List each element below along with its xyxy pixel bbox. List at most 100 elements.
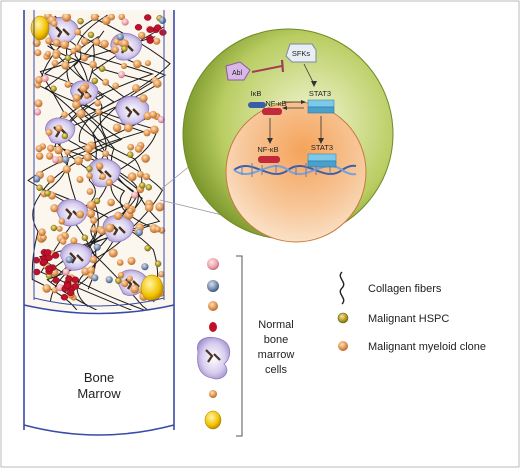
malignant-myeloid-cell	[45, 128, 53, 136]
malignant-myeloid-cell	[83, 153, 92, 162]
stat3-cyto-label: STAT3	[309, 89, 331, 98]
green-dot-icon	[337, 312, 349, 324]
marrow-blue-cell	[158, 16, 167, 24]
marrow-blue-cell	[62, 156, 70, 164]
normal-small-orange-cell	[209, 390, 217, 398]
legend-myeloid-label: Malignant myeloid clone	[368, 341, 486, 353]
dna-helix	[233, 163, 357, 177]
red-blood-cell	[146, 37, 154, 44]
malignant-myeloid-cell	[99, 173, 107, 180]
malignant-myeloid-cell	[107, 198, 115, 207]
malignant-myeloid-cell	[94, 99, 102, 107]
malignant-myeloid-cell	[61, 61, 70, 70]
malignant-myeloid-cell	[62, 165, 71, 174]
normal-cells-label-line2: bone	[264, 334, 288, 346]
malignant-myeloid-cell	[121, 280, 129, 288]
malignant-hspc-cell	[81, 234, 89, 242]
marrow-pink-cell	[52, 156, 60, 164]
wavy-fiber-icon	[339, 271, 345, 305]
malignant-hspc-cell	[145, 184, 153, 191]
malignant-myeloid-cell	[46, 175, 55, 184]
malignant-myeloid-cell	[76, 109, 86, 119]
malignant-myeloid-cell	[83, 93, 90, 99]
malignant-myeloid-cell	[42, 284, 51, 293]
malignant-hspc-cell	[127, 151, 134, 158]
malignant-hspc-cell	[154, 260, 162, 267]
abl-inhibitor: Abl	[225, 61, 251, 81]
marrow-blue-cell	[105, 276, 113, 284]
malignant-myeloid-cell	[50, 20, 58, 27]
malignant-myeloid-cell	[70, 47, 77, 55]
malignant-myeloid-cell	[102, 150, 110, 158]
normal-cells-label-line1: Normal	[258, 319, 293, 331]
red-blood-cell	[67, 289, 75, 297]
malignant-myeloid-cell	[132, 59, 142, 69]
malignant-myeloid-cell	[51, 59, 59, 67]
malignant-myeloid-cell	[138, 31, 146, 40]
malignant-myeloid-cell	[144, 203, 154, 212]
malignant-hspc-cell	[98, 65, 106, 72]
malignant-myeloid-cell	[86, 209, 96, 218]
malignant-myeloid-cell	[123, 123, 133, 133]
bone-marrow-label-line2: Marrow	[77, 386, 121, 401]
malignant-hspc-cell	[93, 197, 101, 205]
malignant-myeloid-cell	[52, 52, 60, 59]
normal-red-blood-cell	[209, 322, 217, 332]
marrow-pink-cell	[121, 18, 129, 26]
marrow-blue-cell	[135, 228, 143, 237]
malignant-hspc-cell	[121, 45, 128, 52]
red-blood-cell	[52, 277, 60, 284]
marrow-blue-cell	[116, 33, 124, 41]
marrow-blue-cell	[141, 263, 149, 271]
malignant-myeloid-cell	[80, 54, 88, 62]
malignant-myeloid-cell	[70, 237, 78, 245]
malignant-myeloid-cell	[46, 152, 54, 160]
malignant-myeloid-cell	[72, 100, 81, 109]
malignant-myeloid-cell	[52, 38, 61, 47]
abl-label: Abl	[232, 70, 243, 77]
malignant-myeloid-cell	[130, 284, 140, 294]
red-blood-cell	[44, 249, 52, 256]
ikb-protein	[248, 102, 266, 108]
marrow-blue-cell	[91, 274, 99, 282]
malignant-myeloid-cell	[74, 156, 83, 166]
red-blood-cell	[45, 265, 53, 272]
malignant-myeloid-cell	[95, 108, 102, 116]
malignant-myeloid-cell	[123, 202, 130, 210]
marrow-pink-cell	[131, 191, 139, 199]
red-blood-cell	[159, 29, 167, 36]
malignant-myeloid-cell	[144, 60, 151, 67]
red-blood-cell	[45, 254, 53, 262]
malignant-myeloid-cell	[89, 255, 98, 264]
red-blood-cell	[154, 24, 162, 31]
macrophage-inclusion	[69, 252, 84, 264]
malignant-myeloid-cell	[112, 123, 122, 133]
malignant-myeloid-cell	[155, 202, 165, 212]
marrow-macrophage	[60, 242, 93, 271]
collagen-fiber	[46, 42, 164, 310]
marrow-pink-cell	[157, 116, 165, 124]
malignant-hspc-cell	[50, 85, 57, 93]
red-blood-cell	[71, 283, 80, 290]
malignant-myeloid-cell	[153, 37, 161, 45]
malignant-myeloid-cell	[127, 143, 135, 151]
malignant-myeloid-cell	[111, 46, 119, 54]
malignant-myeloid-cell	[55, 124, 63, 132]
malignant-myeloid-cell	[158, 271, 165, 278]
collagen-fiber	[50, 16, 171, 302]
ikb-label: IκB	[251, 89, 262, 98]
malignant-myeloid-cell	[76, 210, 85, 219]
malignant-myeloid-cell	[141, 154, 150, 163]
malignant-hspc-cell	[44, 189, 51, 197]
stat3-protein	[307, 99, 335, 114]
malignant-myeloid-cell	[150, 125, 159, 135]
red-blood-cell	[144, 14, 152, 21]
malignant-hspc-cell	[77, 18, 84, 25]
nfkb-nuclear-protein	[258, 156, 280, 163]
malignant-myeloid-cell	[139, 94, 148, 103]
marrow-blue-cell	[65, 256, 73, 264]
malignant-myeloid-cell	[50, 204, 59, 213]
malignant-myeloid-cell	[117, 272, 125, 279]
malignant-myeloid-cell	[134, 145, 143, 153]
